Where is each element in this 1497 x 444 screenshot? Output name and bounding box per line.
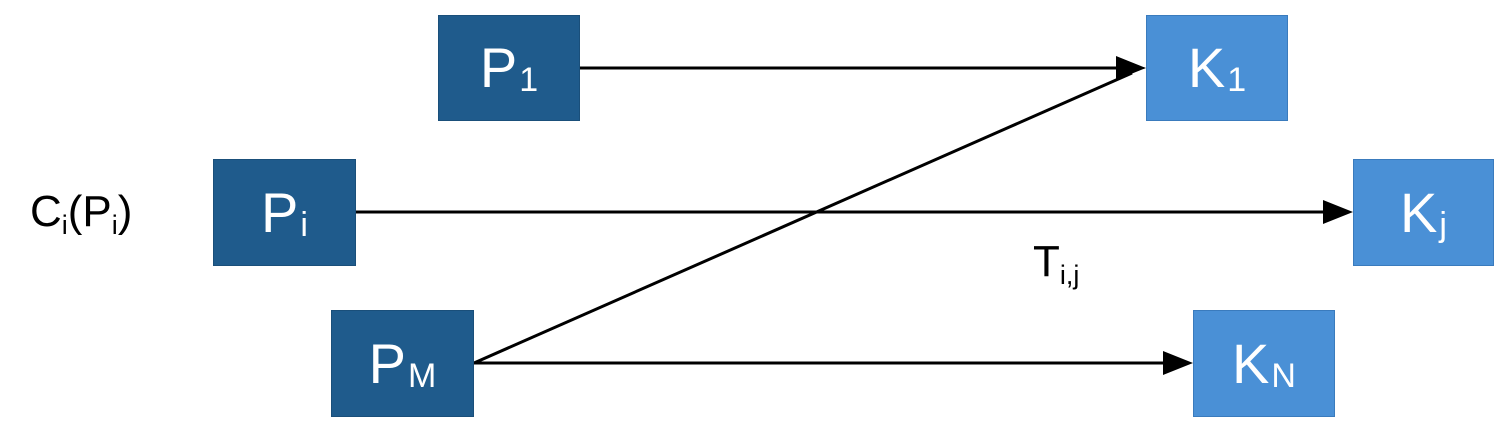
arrowhead-p1-k1 — [1116, 56, 1146, 80]
transfer-subscript: i,j — [1059, 260, 1080, 290]
cost-arg-open: (P — [67, 187, 112, 236]
edge-pm-k1 — [473, 71, 1133, 365]
target-node-kj-letter: K — [1400, 180, 1438, 244]
arrowhead-pm-kn — [1163, 351, 1193, 375]
target-node-kj-subscript: j — [1439, 205, 1447, 244]
source-node-pi-letter: P — [261, 180, 299, 244]
target-node-k1-letter: K — [1187, 36, 1226, 99]
cost-function-label: Ci(Pi) — [30, 187, 133, 239]
cost-letter: C — [30, 187, 62, 236]
source-node-p1-letter: P — [479, 36, 518, 99]
source-node-pm-subscript: M — [408, 356, 437, 395]
target-node-kn-letter: K — [1232, 331, 1270, 395]
transfer-letter: T — [1033, 237, 1060, 286]
cost-arg-subscript: i — [111, 210, 118, 240]
source-node-p1-subscript: 1 — [519, 61, 539, 99]
target-node-k1-subscript: 1 — [1227, 61, 1247, 99]
transfer-label: Ti,j — [1033, 237, 1079, 289]
source-node-pi-subscript: i — [300, 205, 308, 244]
cost-subscript: i — [61, 210, 68, 240]
target-node-kn-subscript: N — [1271, 356, 1296, 395]
cost-arg-close: ) — [117, 187, 133, 236]
arrowhead-pi-kj — [1323, 200, 1353, 224]
source-node-pm-letter: P — [368, 331, 407, 395]
